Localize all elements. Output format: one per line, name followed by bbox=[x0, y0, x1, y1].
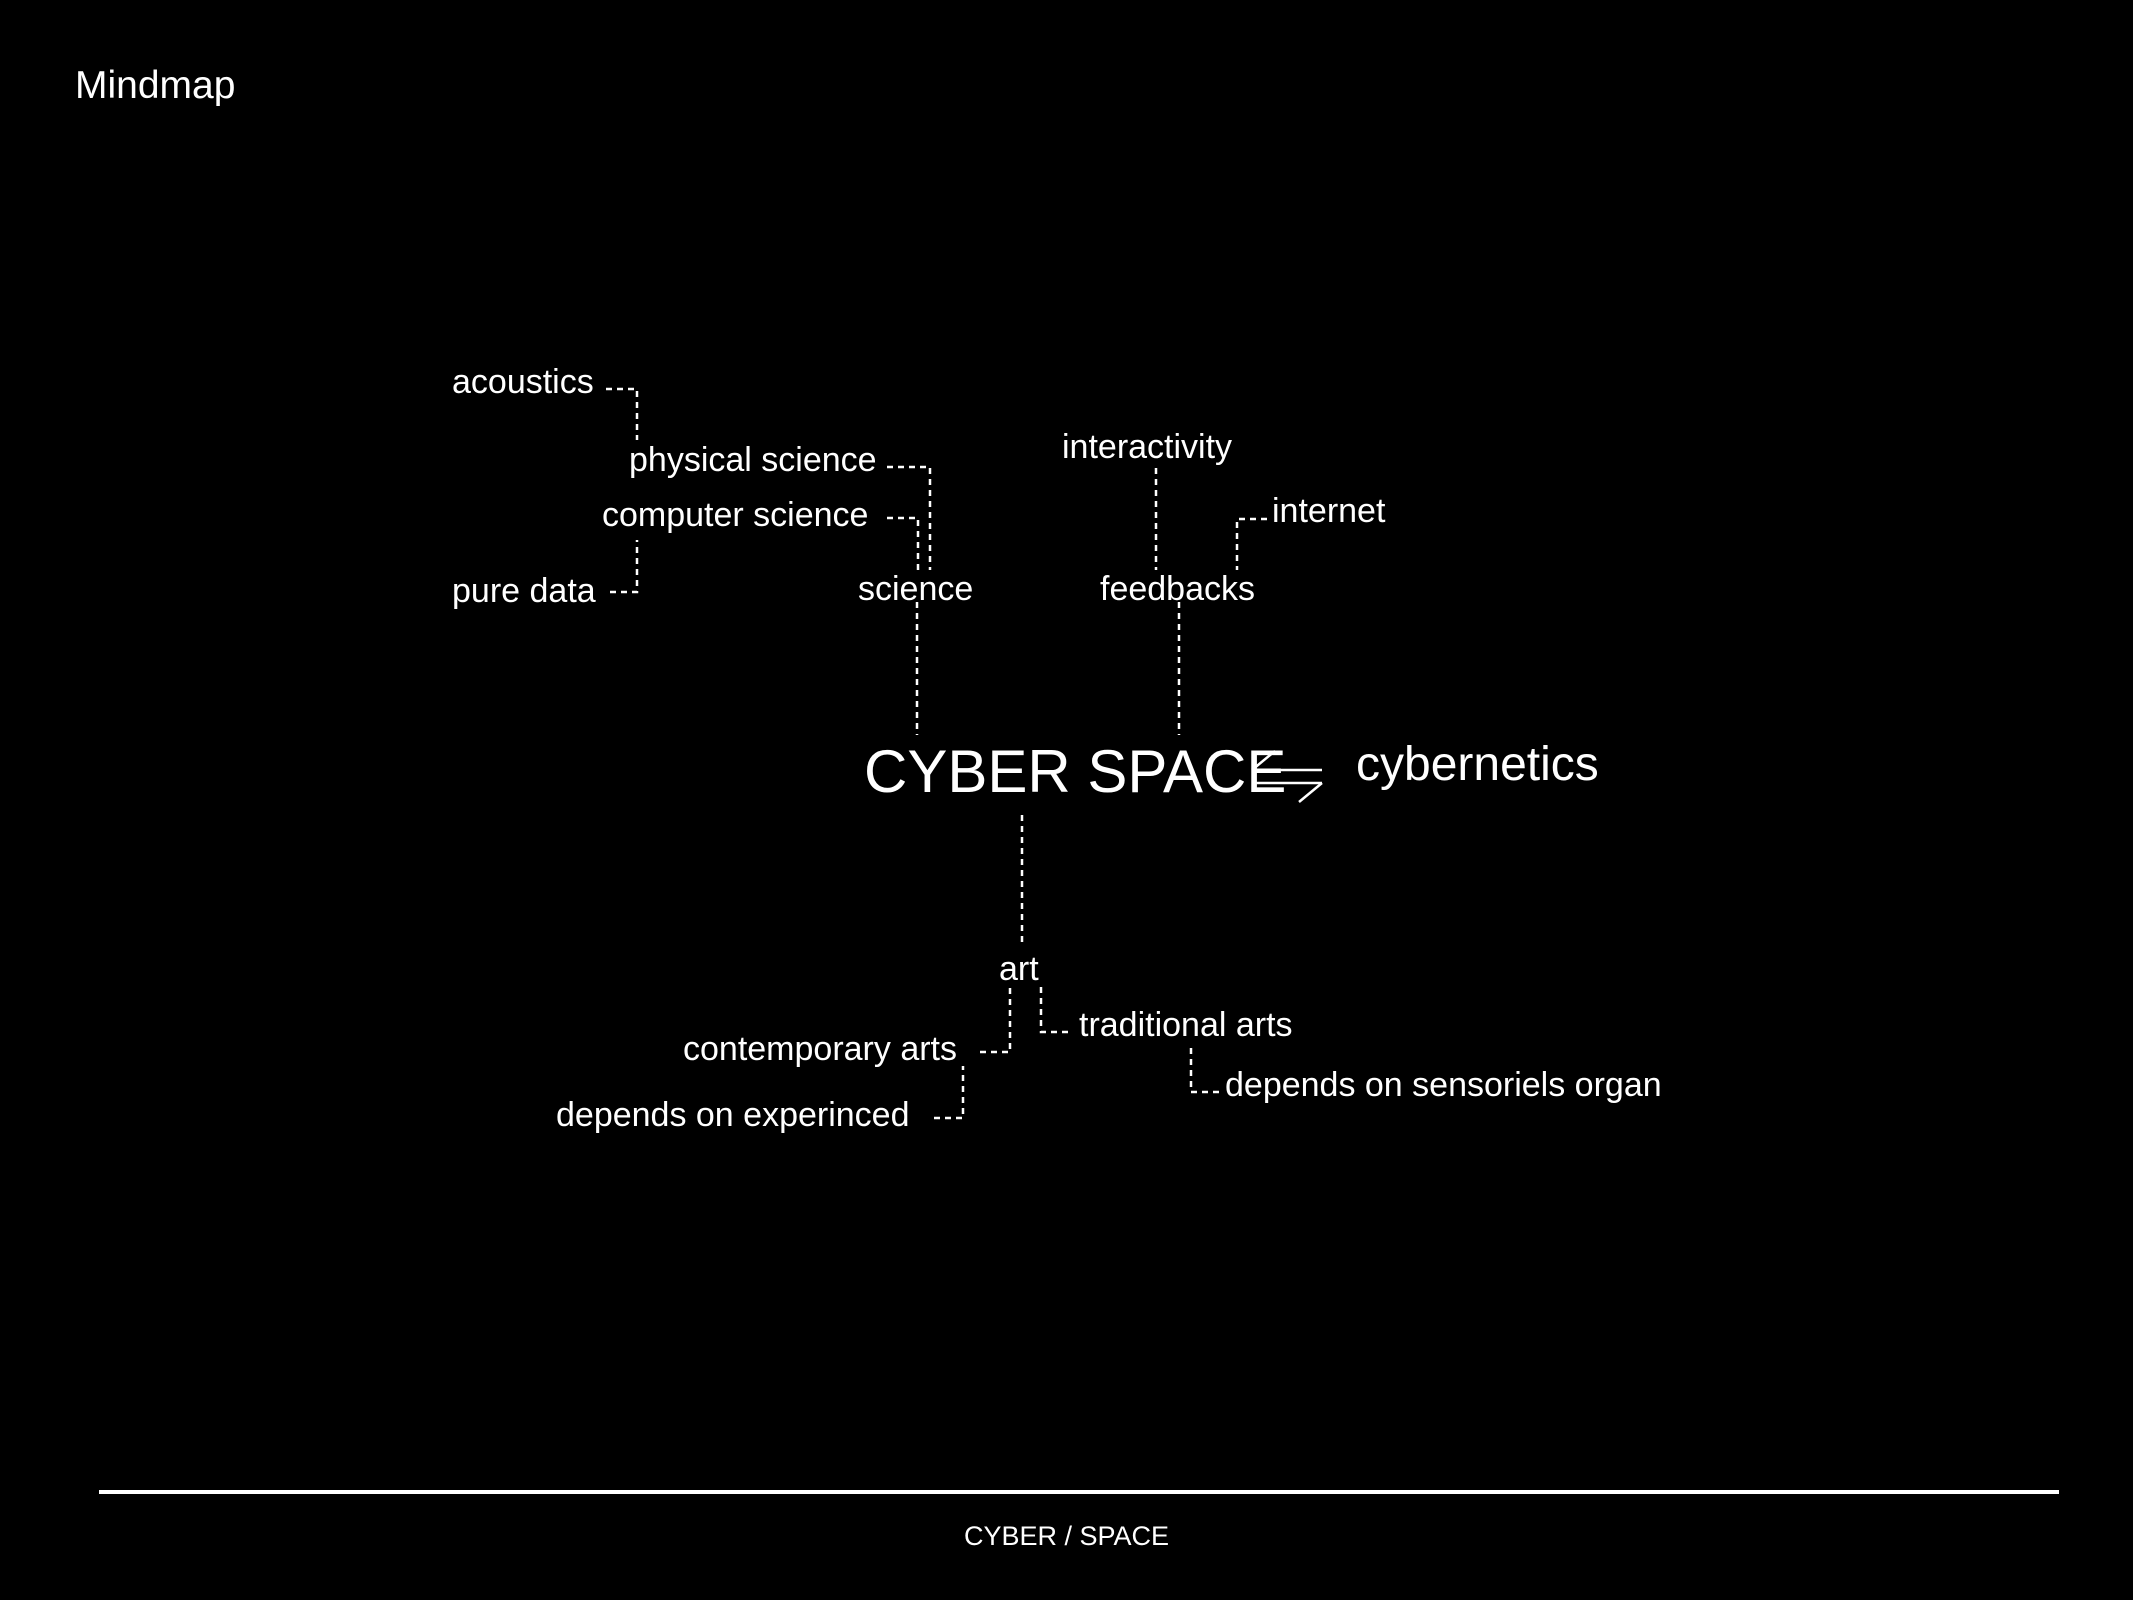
connector-contemporary-arts-art bbox=[980, 984, 1012, 1054]
page-title: Mindmap bbox=[75, 64, 236, 107]
node-interactivity: interactivity bbox=[1062, 428, 1233, 466]
node-cybernetics: cybernetics bbox=[1356, 738, 1599, 791]
node-internet: internet bbox=[1272, 492, 1386, 530]
connector-internet-feedbacks bbox=[1235, 517, 1267, 570]
node-art: art bbox=[999, 950, 1039, 988]
node-science: science bbox=[858, 570, 974, 608]
connector-computer-science-science bbox=[887, 516, 920, 570]
footer-label: CYBER / SPACE bbox=[963, 1521, 1170, 1551]
node-contemporary-arts: contemporary arts bbox=[683, 1030, 957, 1068]
node-pure-data: pure data bbox=[452, 572, 596, 610]
node-feedbacks: feedbacks bbox=[1100, 570, 1255, 608]
node-depends-on-sensoriels-organ: depends on sensoriels organ bbox=[1225, 1066, 1662, 1104]
connector-acoustics-physical-science bbox=[606, 387, 639, 440]
node-physical-science: physical science bbox=[629, 441, 877, 479]
connector-traditional-arts-art bbox=[1039, 982, 1068, 1034]
footer-divider bbox=[99, 1490, 2059, 1494]
node-cyber-space: CYBER SPACE bbox=[864, 738, 1287, 805]
connector-sensoriels-traditional-arts bbox=[1189, 1045, 1219, 1094]
node-acoustics: acoustics bbox=[452, 363, 594, 401]
connector-experinced-contemporary-arts bbox=[934, 1066, 965, 1120]
node-depends-on-experinced: depends on experinced bbox=[556, 1096, 910, 1134]
connector-pure-data-computer-science bbox=[610, 540, 639, 594]
bidirectional-arrows-icon bbox=[1251, 750, 1323, 803]
node-traditional-arts: traditional arts bbox=[1079, 1006, 1293, 1044]
node-computer-science: computer science bbox=[602, 496, 869, 534]
connector-physical-science-science bbox=[887, 465, 932, 570]
